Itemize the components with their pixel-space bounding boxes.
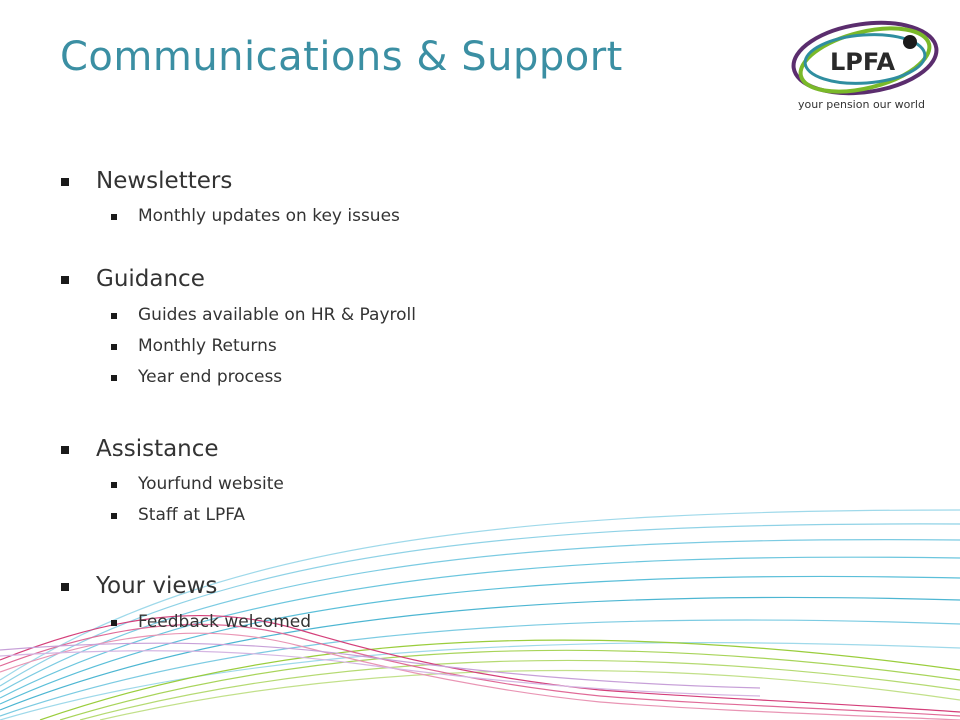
subbullet: Feedback welcomed	[111, 612, 312, 632]
bullet-square-icon	[61, 583, 69, 591]
bullet-heading: Guidance	[96, 266, 205, 292]
subbullet: Monthly Returns	[111, 336, 277, 356]
subbullet-text: Staff at LPFA	[138, 505, 246, 525]
bullet-square-icon	[61, 276, 69, 284]
svg-text:your pension our world: your pension our world	[798, 98, 925, 111]
subbullet-text: Feedback welcomed	[138, 612, 312, 632]
subbullet-text: Monthly Returns	[138, 336, 277, 356]
subbullet-text: Guides available on HR & Payroll	[138, 305, 416, 325]
subbullet: Staff at LPFA	[111, 505, 246, 525]
subbullet: Yourfund website	[111, 474, 284, 494]
slide-title: Communications & Support	[60, 34, 623, 80]
bullet-square-icon	[61, 178, 69, 186]
bullet-square-icon	[111, 214, 117, 220]
subbullet: Monthly updates on key issues	[111, 206, 400, 226]
decorative-waves	[0, 509, 960, 720]
bullet-square-icon	[111, 313, 117, 319]
bullet-heading: Your views	[96, 573, 218, 599]
subbullet-text: Monthly updates on key issues	[138, 206, 400, 226]
svg-text:LPFA: LPFA	[830, 48, 896, 76]
bullet-square-icon	[111, 513, 117, 519]
subbullet: Guides available on HR & Payroll	[111, 305, 416, 325]
bullet-assistance: Assistance	[61, 436, 219, 462]
bullet-heading: Newsletters	[96, 168, 233, 194]
bullet-square-icon	[61, 446, 69, 454]
bullet-square-icon	[111, 620, 117, 626]
bullet-newsletters: Newsletters	[61, 168, 233, 194]
bullet-guidance: Guidance	[61, 266, 205, 292]
bullet-heading: Assistance	[96, 436, 219, 462]
subbullet-text: Yourfund website	[138, 474, 284, 494]
logo-graphic: LPFA your pension our world	[791, 20, 939, 111]
bullet-square-icon	[111, 482, 117, 488]
lpfa-logo: LPFA your pension our world	[786, 12, 944, 118]
subbullet: Year end process	[111, 367, 283, 387]
subbullet-text: Year end process	[138, 367, 283, 387]
bullet-square-icon	[111, 344, 117, 350]
bullet-your-views: Your views	[61, 573, 218, 599]
bullet-square-icon	[111, 375, 117, 381]
